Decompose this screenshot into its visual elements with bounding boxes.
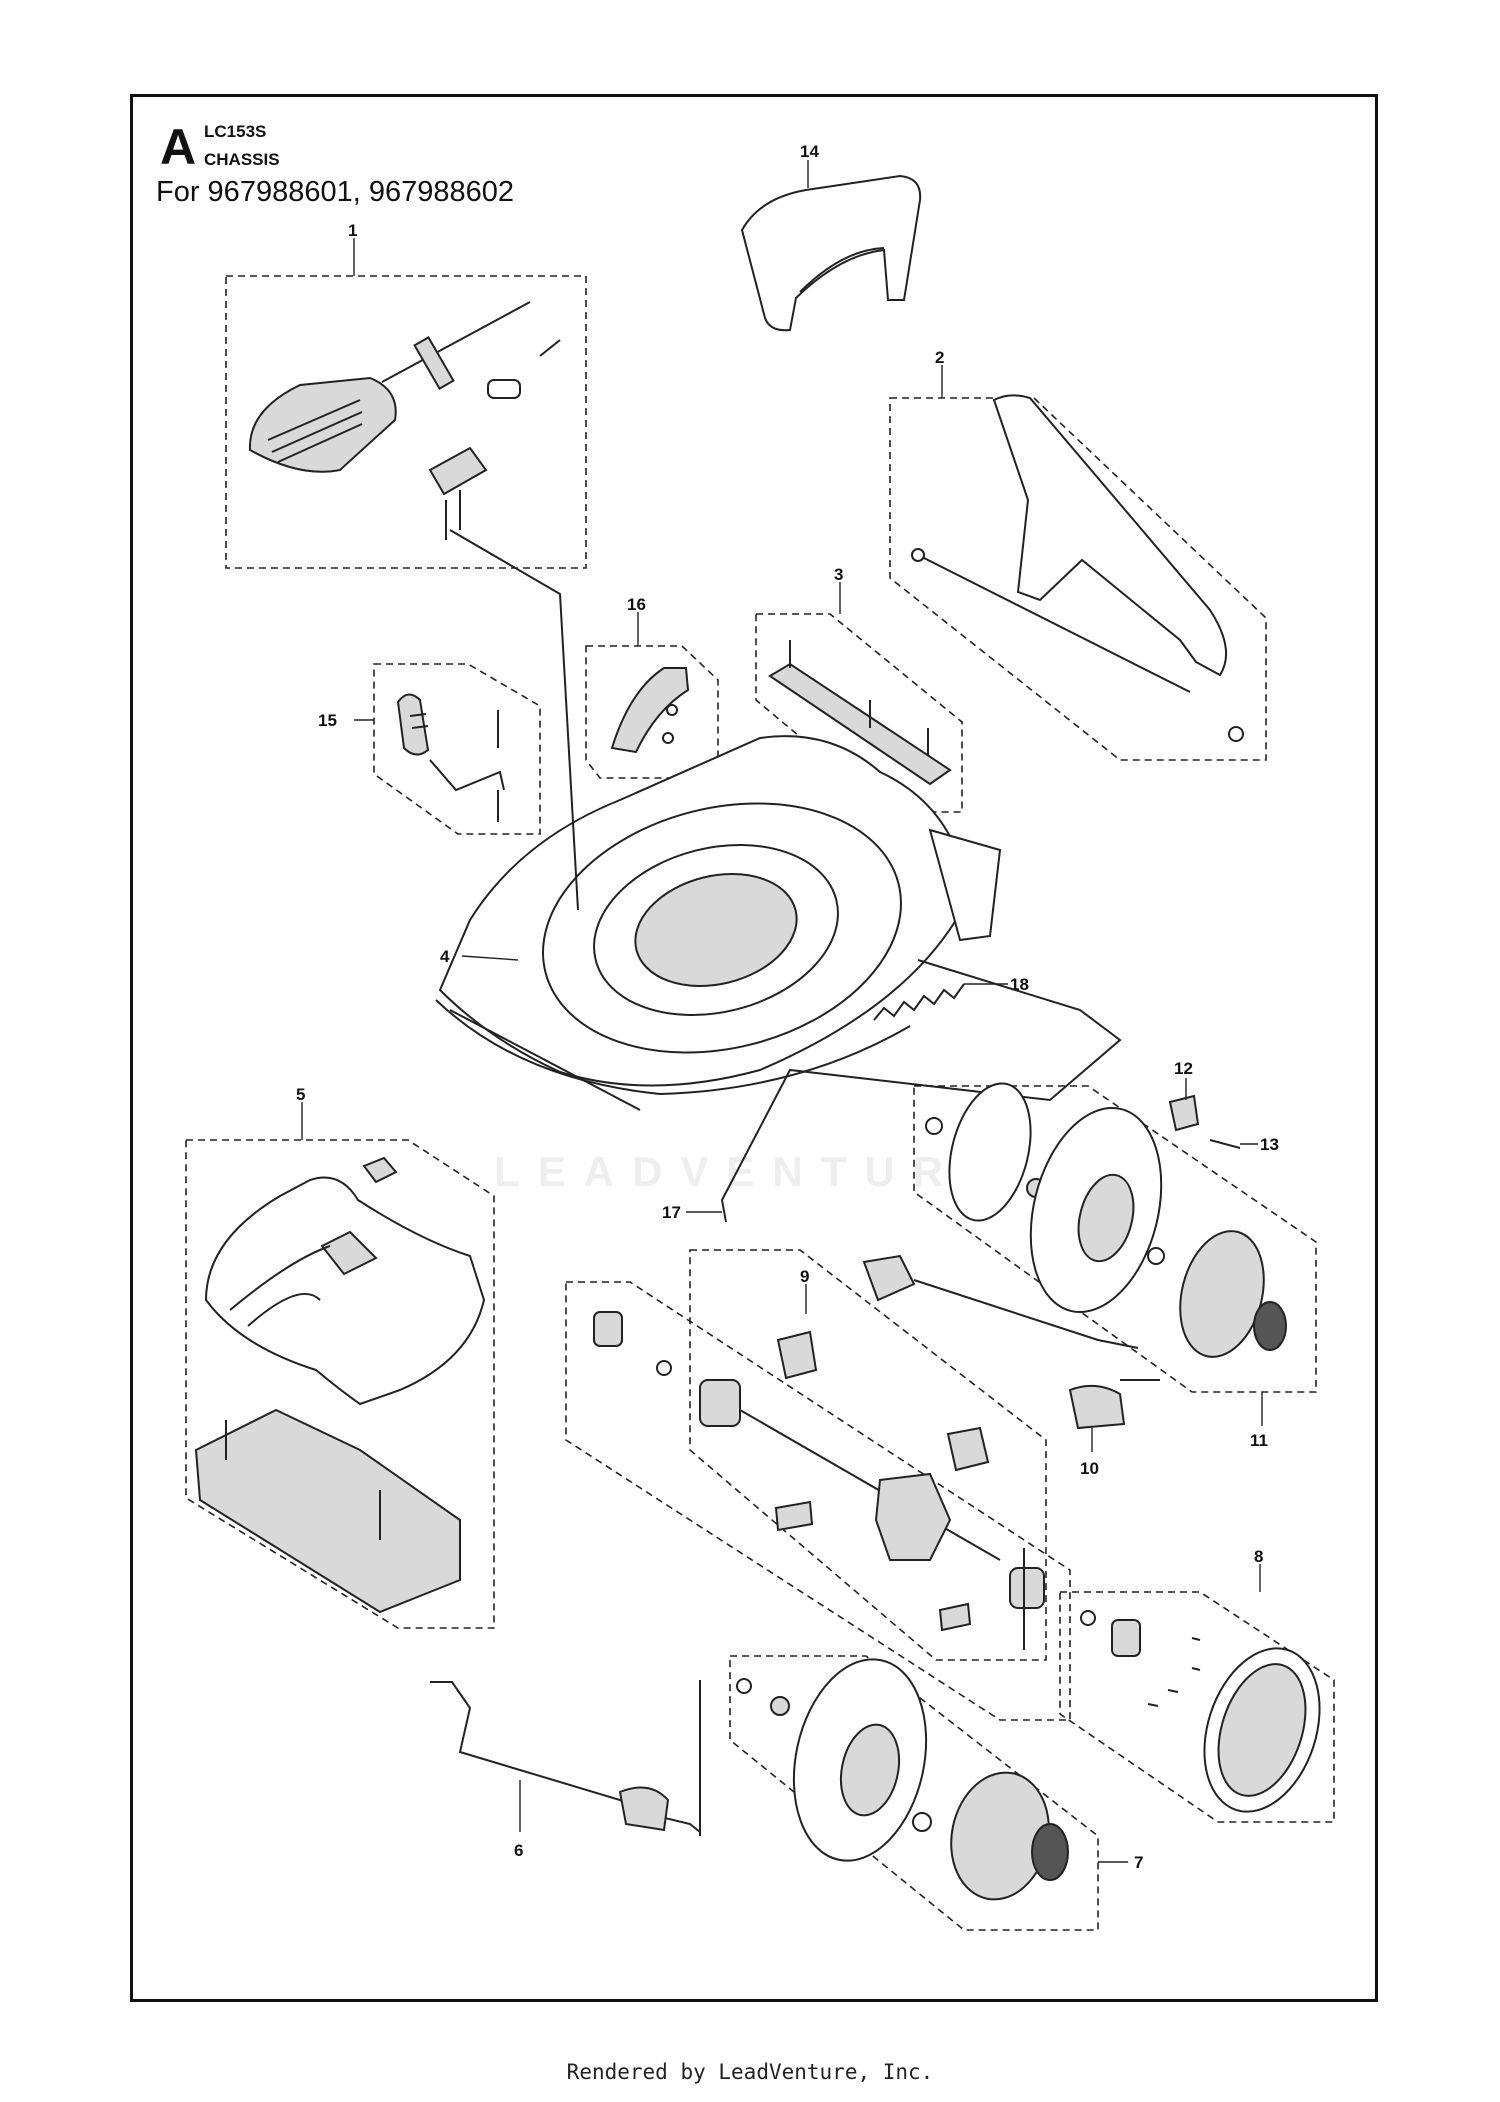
callout-12[interactable]: 12 xyxy=(1174,1059,1193,1078)
group-box-7 xyxy=(729,1655,1099,1931)
callout-8[interactable]: 8 xyxy=(1254,1547,1263,1566)
callout-2[interactable]: 2 xyxy=(935,348,944,367)
callout-4[interactable]: 4 xyxy=(440,947,450,966)
group-box-1 xyxy=(225,275,587,569)
part-2-rear-flap[interactable] xyxy=(911,394,1244,742)
callout-16[interactable]: 16 xyxy=(627,595,646,614)
part-13-screw[interactable] xyxy=(1209,1139,1241,1149)
callout-17[interactable]: 17 xyxy=(662,1203,681,1222)
callout-11[interactable]: 11 xyxy=(1250,1431,1268,1450)
part-7-front-wheel[interactable] xyxy=(736,1647,1069,1909)
group-box-2 xyxy=(889,397,1267,761)
group-box-3 xyxy=(755,613,963,813)
group-box-15 xyxy=(373,663,541,835)
diagram-title: CHASSIS xyxy=(204,150,280,169)
callout-1[interactable]: 1 xyxy=(348,221,357,240)
control-cable xyxy=(449,529,579,911)
part-5-rear-cover[interactable] xyxy=(194,1156,486,1614)
part-12-clip[interactable] xyxy=(1168,1094,1200,1132)
part-17-height-rod[interactable] xyxy=(720,959,1122,1223)
part-8-ring-gear[interactable] xyxy=(1080,1610,1339,1827)
group-box-5 xyxy=(185,1139,495,1629)
callout-15[interactable]: 15 xyxy=(318,711,337,730)
part-15-adjust-lever[interactable] xyxy=(396,693,505,822)
part-11-rear-wheel[interactable] xyxy=(925,1075,1287,1366)
callout-9[interactable]: 9 xyxy=(800,1267,809,1286)
callout-10[interactable]: 10 xyxy=(1080,1459,1099,1478)
group-box-11 xyxy=(913,1085,1317,1393)
group-box-9 xyxy=(689,1249,1047,1661)
part-9-gearbox[interactable] xyxy=(593,1311,1045,1650)
callout-3[interactable]: 3 xyxy=(834,565,843,584)
part-16-height-adjuster[interactable] xyxy=(610,667,690,754)
section-letter: A xyxy=(160,119,197,175)
part-3-rear-bracket[interactable] xyxy=(768,640,952,786)
diagram-frame xyxy=(130,94,1378,2002)
watermark: LEADVENTURE xyxy=(494,1148,1008,1195)
applies-to-models: For 967988601, 967988602 xyxy=(156,176,514,208)
model-number: LC153S xyxy=(204,122,267,141)
group-box-8 xyxy=(1059,1591,1335,1823)
part-18-spring[interactable] xyxy=(873,983,965,1021)
part-6-front-axle[interactable] xyxy=(430,1680,701,1836)
part-10-rear-axle[interactable] xyxy=(862,1254,1160,1430)
callout-13[interactable]: 13 xyxy=(1260,1135,1279,1154)
callout-7[interactable]: 7 xyxy=(1134,1853,1143,1872)
part-1-control-handle[interactable] xyxy=(248,301,561,540)
part-14-handle-cover[interactable] xyxy=(740,174,922,332)
footer-credit: Rendered by LeadVenture, Inc. xyxy=(566,2060,934,2084)
callout-14[interactable]: 14 xyxy=(800,142,819,161)
group-box-9-outer xyxy=(565,1281,1071,1721)
part-4-mower-deck[interactable] xyxy=(435,735,1002,1111)
leader-4 xyxy=(461,955,519,961)
callout-5[interactable]: 5 xyxy=(296,1085,305,1104)
callout-6[interactable]: 6 xyxy=(514,1841,523,1860)
